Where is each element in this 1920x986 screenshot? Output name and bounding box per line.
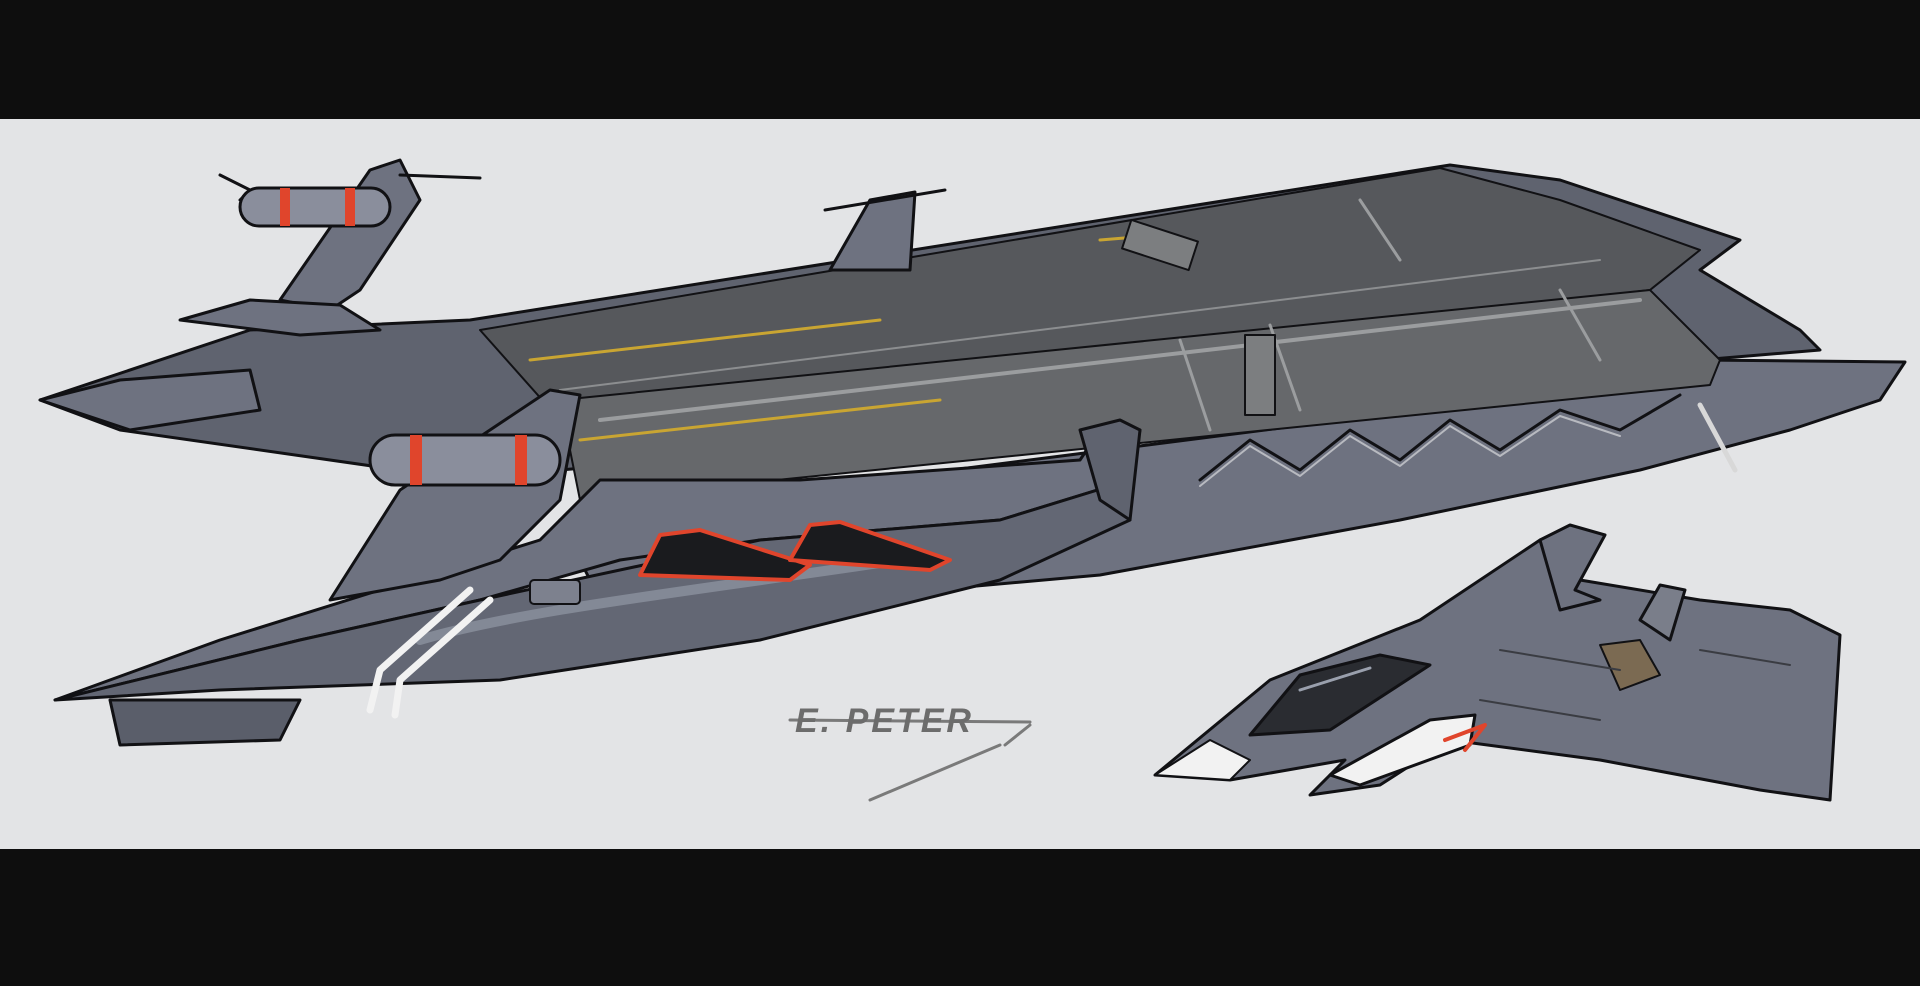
carrier-flight-deck-lower <box>559 289 1721 501</box>
engine-pod-lower <box>368 433 562 487</box>
fighter-upper-wing <box>1538 523 1607 612</box>
deck-panel-1 <box>1244 334 1276 416</box>
carrier-truss <box>1198 393 1682 482</box>
carrier-rear-tower-arm <box>178 298 382 337</box>
carrier-rear-tower <box>278 158 422 312</box>
fighter-canopy <box>1248 653 1432 737</box>
fighter-right-fin <box>1638 583 1687 642</box>
fighter-nose-white <box>1154 739 1251 781</box>
carrier-center-fin <box>1078 418 1142 522</box>
deck-marking-yellow-1 <box>528 318 882 362</box>
signature-text: E. PETER <box>795 702 974 740</box>
letterbox-top <box>0 0 1920 119</box>
artwork-canvas: E. PETER <box>0 119 1920 849</box>
cockpit-window-2 <box>788 520 952 572</box>
deck-marking-light-3 <box>1178 198 1602 432</box>
hull-stripe-white-1 <box>366 586 474 714</box>
fighter-panel-line <box>1479 649 1791 721</box>
deck-marking-light-2 <box>559 259 1601 391</box>
hull-stripe-right <box>1697 402 1738 473</box>
carrier-nose-underside <box>108 698 302 747</box>
carrier-ship <box>38 158 1907 747</box>
deck-marking-yellow-2 <box>578 398 942 442</box>
hull-hatch <box>529 579 581 605</box>
artist-signature <box>788 718 1032 802</box>
deck-marking-light-1 <box>598 298 1642 422</box>
carrier-upper-prong <box>38 368 262 432</box>
carrier-mid-tower <box>828 190 917 272</box>
cockpit-window-1 <box>638 528 812 582</box>
carrier-hull-highlight <box>415 555 905 645</box>
fighter-red-chevron <box>1443 723 1487 752</box>
engine-pod-upper <box>238 186 392 228</box>
deck-panel-2 <box>1121 218 1199 272</box>
artwork-illustration: E. PETER <box>38 158 1907 802</box>
letterbox-bottom <box>0 849 1920 986</box>
hull-stripe-white-2 <box>391 596 494 719</box>
carrier-antenna-1 <box>398 173 482 180</box>
carrier-antenna-3 <box>823 188 947 212</box>
fighter-cargo-pod <box>1599 639 1661 691</box>
fighter-canopy-glare <box>1298 666 1372 692</box>
carrier-truss-light <box>1199 415 1621 487</box>
fighter-body <box>1153 528 1842 802</box>
fighter-jet <box>1153 523 1842 802</box>
